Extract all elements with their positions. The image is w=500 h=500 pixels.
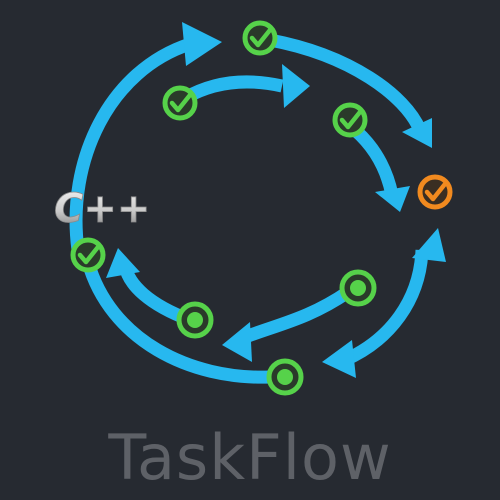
inner-arrow-top: [181, 75, 284, 104]
cpp-badge: C++: [54, 186, 150, 232]
inner-arrow-right: [350, 125, 399, 197]
wordmark: TaskFlow: [108, 421, 392, 494]
node-upper-left: [162, 85, 198, 121]
check-icon: [339, 109, 363, 130]
inner-arrow-bottom: [245, 286, 352, 343]
arrowhead-top-right: [402, 118, 432, 148]
node-bottom: [266, 358, 304, 396]
node-lower-right: [339, 269, 377, 307]
arrowhead-right-up: [412, 228, 446, 262]
arrowhead-bottom-right: [322, 340, 356, 378]
arrowhead-inner-bottom: [222, 322, 252, 362]
outer-arrow-bottom-left: [81, 260, 271, 384]
arrowhead-inner-top: [282, 64, 310, 108]
check-icon: [424, 181, 448, 202]
arrowhead-inner-left: [106, 248, 140, 278]
check-icon: [249, 27, 273, 48]
node-active-right: [417, 174, 453, 210]
node-lower-left: [176, 301, 214, 339]
node-upper-right: [332, 102, 368, 138]
outer-arrow-top-right: [268, 33, 426, 133]
node-left: [70, 237, 106, 273]
arrow-heads: [106, 22, 446, 378]
outer-arrow-top-left: [69, 37, 193, 251]
node-top: [242, 20, 278, 56]
arrowhead-inner-right: [375, 186, 410, 212]
check-icon: [77, 244, 101, 265]
check-icon: [169, 92, 193, 113]
outer-arrow-bottom-right: [342, 249, 429, 366]
arrowhead-top-left: [182, 22, 222, 66]
